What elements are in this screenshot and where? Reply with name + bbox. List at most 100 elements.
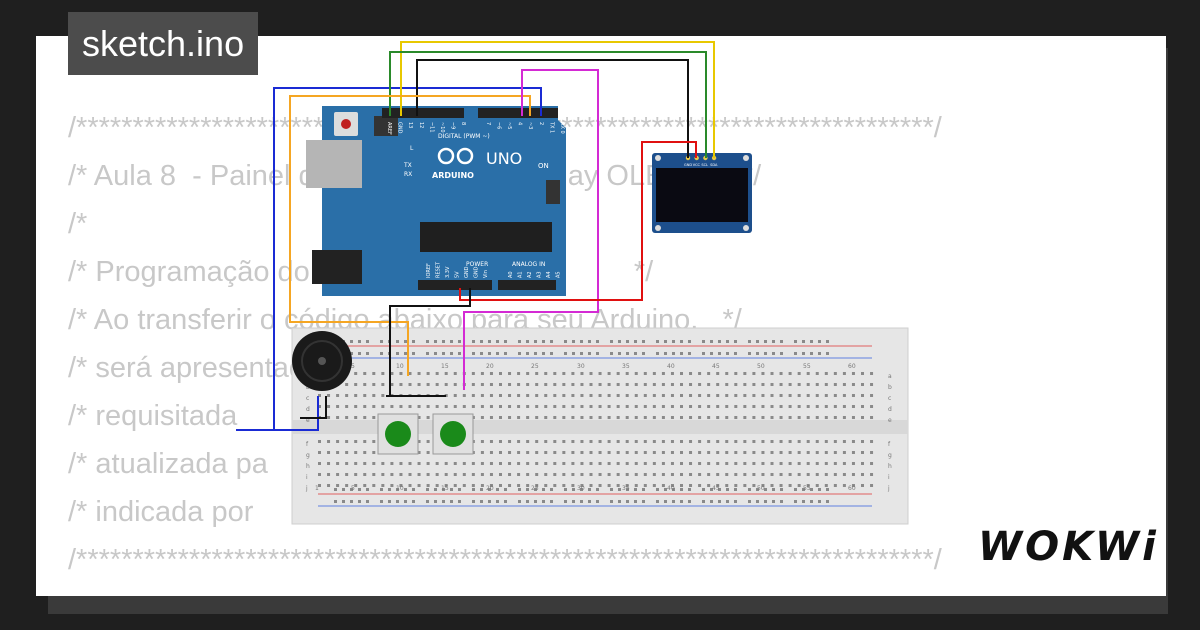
arduino-pin-label: ~9 bbox=[450, 122, 456, 129]
code-line: /* requisitada bbox=[68, 400, 238, 432]
usb-port bbox=[306, 140, 362, 188]
file-title-badge: sketch.ino bbox=[68, 12, 259, 75]
wire-green bbox=[389, 51, 707, 158]
breadboard-row-letter: c bbox=[888, 395, 891, 402]
breadboard-column-number: 55 bbox=[803, 485, 811, 492]
breadboard: 1155101015152020252530303535404045455050… bbox=[291, 327, 909, 525]
breadboard-row-letter: e bbox=[888, 417, 892, 424]
breadboard-column-number: 50 bbox=[757, 363, 765, 370]
wire-magenta bbox=[463, 69, 599, 390]
breadboard-row-letter: g bbox=[888, 452, 892, 459]
arduino-pin-label: ~10 bbox=[439, 122, 445, 133]
analog-label: ANALOG IN bbox=[512, 261, 545, 268]
breadboard-row-letter: j bbox=[305, 485, 308, 492]
breadboard-column-number: 5 bbox=[351, 363, 355, 370]
wire-black-oled bbox=[416, 59, 689, 158]
power-header bbox=[418, 280, 492, 290]
breadboard-row-letter: h bbox=[306, 463, 310, 470]
wire-black-buzzer bbox=[300, 396, 327, 419]
arduino-infinity-icon bbox=[437, 147, 474, 165]
breadboard-column-number: 60 bbox=[848, 363, 856, 370]
arduino-pin-label: GND bbox=[397, 122, 403, 134]
arduino-power-pin-label: GND bbox=[474, 266, 480, 278]
arduino-analog-pin-label: A4 bbox=[546, 271, 552, 278]
arduino-power-pin-label: GND bbox=[464, 266, 470, 278]
breadboard-row-letter: d bbox=[888, 406, 892, 413]
wokwi-logo: WOKWi bbox=[978, 524, 1159, 570]
wire-orange bbox=[289, 95, 531, 376]
arduino-pin-label: 2 bbox=[538, 122, 544, 125]
breadboard-column-number: 30 bbox=[577, 363, 585, 370]
breadboard-column-number: 50 bbox=[757, 485, 765, 492]
breadboard-row-letter: h bbox=[888, 463, 892, 470]
code-line: /* indicada por bbox=[68, 496, 254, 528]
breadboard-row-letter: g bbox=[306, 452, 310, 459]
arduino-analog-pin-label: A0 bbox=[508, 271, 514, 278]
breadboard-column-number: 1 bbox=[315, 485, 319, 492]
breadboard-column-number: 5 bbox=[351, 485, 355, 492]
arduino-power-pin-label: 3.3V bbox=[445, 266, 451, 278]
breadboard-column-number: 10 bbox=[396, 363, 404, 370]
arduino-analog-pin-label: A1 bbox=[518, 271, 524, 278]
l-led-label: L bbox=[410, 145, 414, 152]
code-line: /***************************************… bbox=[68, 544, 942, 576]
arduino-power-pin-label: Vin bbox=[483, 270, 489, 278]
digital-header-left bbox=[382, 108, 464, 118]
power-jack bbox=[312, 250, 362, 284]
wire-blue bbox=[236, 87, 542, 431]
breadboard-row-letter: a bbox=[888, 373, 892, 380]
oled-pin-label: SCL bbox=[701, 163, 708, 167]
breadboard-column-number: 20 bbox=[486, 363, 494, 370]
wires bbox=[236, 41, 715, 431]
arduino-label: ARDUINO bbox=[432, 171, 474, 180]
wire-yellow bbox=[400, 41, 715, 158]
push-button-1[interactable] bbox=[377, 413, 419, 455]
oled-pin-label: VCC bbox=[693, 163, 701, 167]
arduino-pin-label: 12 bbox=[418, 122, 424, 128]
breadboard-row-letter: i bbox=[306, 474, 308, 481]
digital-header-right bbox=[478, 108, 558, 118]
uno-label: UNO bbox=[486, 149, 522, 168]
breadboard-column-number: 40 bbox=[667, 363, 675, 370]
code-line: /* bbox=[68, 208, 88, 240]
arduino-pin-label: RX 0 bbox=[559, 122, 565, 134]
breadboard-row-letter: i bbox=[888, 474, 890, 481]
buzzer[interactable] bbox=[292, 331, 352, 391]
arduino-analog-pin-label: A5 bbox=[556, 271, 562, 278]
breadboard-row-letter: d bbox=[306, 406, 310, 413]
breadboard-column-number: 15 bbox=[441, 485, 449, 492]
breadboard-row-letter: f bbox=[888, 441, 891, 448]
arduino-analog-pin-label: A3 bbox=[537, 271, 543, 278]
tx-led-label: TX bbox=[403, 162, 412, 169]
breadboard-column-number: 35 bbox=[622, 363, 630, 370]
arduino-pin-label: ~3 bbox=[527, 122, 533, 129]
breadboard-column-number: 10 bbox=[396, 485, 404, 492]
breadboard-column-number: 45 bbox=[712, 363, 720, 370]
oled-pin-label: SDA bbox=[710, 163, 718, 167]
breadboard-row-letter: e bbox=[306, 417, 310, 424]
arduino-uno[interactable]: DIGITAL (PWM ~) UNO ARDUINO ON L TX RX P… bbox=[306, 106, 566, 296]
breadboard-column-number: 30 bbox=[577, 485, 585, 492]
push-button-2[interactable] bbox=[432, 413, 474, 455]
breadboard-row-letter: b bbox=[888, 384, 892, 391]
breadboard-row-letter: c bbox=[306, 395, 309, 402]
atmega-chip bbox=[420, 222, 552, 252]
digital-label: DIGITAL (PWM ~) bbox=[438, 133, 490, 140]
breadboard-column-number: 55 bbox=[803, 363, 811, 370]
breadboard-column-number: 15 bbox=[441, 363, 449, 370]
arduino-pin-label: ~5 bbox=[506, 122, 512, 129]
arduino-power-pin-label: IOREF bbox=[426, 263, 432, 278]
breadboard-column-number: 60 bbox=[848, 485, 856, 492]
on-label: ON bbox=[538, 162, 549, 170]
arduino-pin-label: 7 bbox=[485, 122, 491, 125]
arduino-pin-label: AREF bbox=[386, 122, 392, 135]
arduino-pin-label: ~11 bbox=[428, 122, 434, 133]
arduino-power-pin-label: 5V bbox=[455, 271, 461, 278]
arduino-analog-pin-label: A2 bbox=[527, 271, 533, 278]
rx-led-label: RX bbox=[404, 171, 412, 178]
arduino-pin-label: TX 1 bbox=[548, 121, 554, 133]
code-line: /* atualizada pa bbox=[68, 448, 268, 480]
oled-pin-label: GND bbox=[684, 163, 692, 167]
